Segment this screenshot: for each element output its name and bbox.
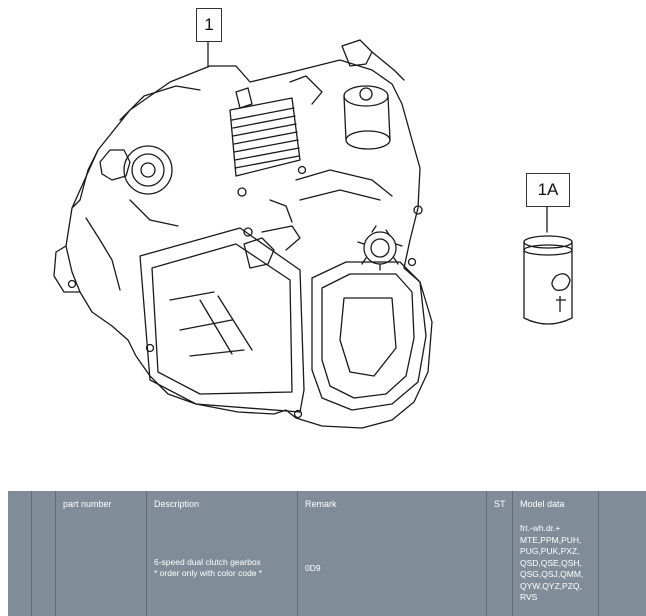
model-data-value: frt.-wh.dr.+ MTE,PPM,PUH, PUG,PUK,PXZ, Q… [520, 523, 594, 604]
model-line: QSG,QSJ,QMM, [520, 569, 584, 579]
header-description: Description [154, 499, 200, 509]
model-line: QSD,QSE,QSH, [520, 557, 582, 568]
table-column-index [8, 491, 32, 616]
description-line-1: 6-speed dual clutch gearbox [154, 557, 261, 567]
table-column-extra [599, 491, 646, 616]
header-model-data: Model data [520, 499, 565, 509]
description-line-2: * order only with color code * [154, 568, 263, 578]
table-column-marker [32, 491, 56, 616]
oil-bottle-illustration [523, 235, 573, 325]
table-column-part-number: part number [56, 491, 147, 616]
table-column-description: Description 6-speed dual clutch gearbox … [147, 491, 298, 616]
table-row[interactable]: 6-speed dual clutch gearbox * order only… [154, 557, 293, 579]
callout-label-1a[interactable]: 1A [526, 173, 570, 207]
model-line: MTE,PPM,PUH, [520, 534, 582, 545]
callout-label-1[interactable]: 1 [196, 8, 222, 42]
table-column-remark: Remark 0D9 [298, 491, 487, 616]
header-st: ST [494, 499, 506, 509]
header-remark: Remark [305, 499, 337, 509]
model-line: PUG,PUK,PXZ, [520, 546, 580, 556]
parts-table: part number Description 6-speed dual clu… [8, 491, 646, 616]
header-part-number: part number [63, 499, 112, 509]
table-column-model-data: Model data frt.-wh.dr.+ MTE,PPM,PUH, PUG… [513, 491, 599, 616]
gearbox-illustration [53, 39, 573, 429]
model-line: QYW,QYZ,PZQ, [520, 580, 582, 591]
remark-value: 0D9 [305, 563, 321, 573]
table-column-st: ST [487, 491, 513, 616]
model-line: frt.-wh.dr.+ [520, 523, 561, 533]
model-line: RVS [520, 592, 538, 602]
